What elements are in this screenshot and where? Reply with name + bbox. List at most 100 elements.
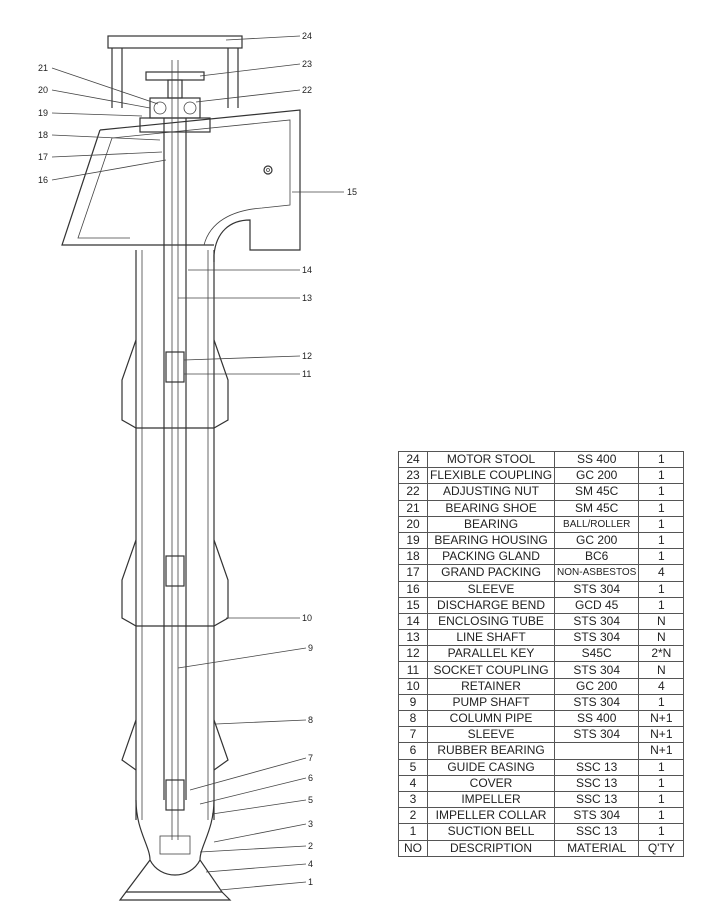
row-description: ADJUSTING NUT: [426, 483, 556, 501]
row-material: SM 45C: [554, 499, 640, 517]
row-description: PUMP SHAFT: [426, 693, 556, 712]
row-qty: 1: [638, 531, 685, 550]
row-description: LINE SHAFT: [426, 629, 556, 647]
row-qty: 1: [638, 758, 685, 776]
leader-lines: [51, 35, 344, 891]
row-qty: N: [638, 612, 685, 631]
callout-19: 19: [38, 108, 48, 118]
row-no: 12: [398, 645, 428, 663]
row-qty: 1: [638, 483, 685, 501]
callout-3: 3: [308, 819, 313, 829]
row-material: STS 304: [554, 726, 640, 744]
row-description: IMPELLER: [426, 790, 556, 809]
header-material: MATERIAL: [554, 839, 640, 857]
row-qty: 4: [638, 564, 685, 582]
callout-20: 20: [38, 85, 48, 95]
row-qty: 1: [638, 693, 685, 712]
callout-21: 21: [38, 63, 48, 73]
callout-8: 8: [308, 715, 313, 725]
row-description: MOTOR STOOL: [426, 450, 556, 469]
row-description: BEARING HOUSING: [426, 531, 556, 550]
row-qty: 1: [638, 499, 685, 517]
header-qty: Q'TY: [638, 839, 685, 857]
row-qty: 1: [638, 807, 685, 825]
row-material: STS 304: [554, 580, 640, 598]
row-description: GUIDE CASING: [426, 758, 556, 776]
row-no: 3: [398, 790, 428, 809]
row-no: 13: [398, 629, 428, 647]
row-qty: 1: [638, 774, 685, 792]
row-description: ENCLOSING TUBE: [426, 612, 556, 631]
row-no: 17: [398, 564, 428, 582]
row-description: SLEEVE: [426, 580, 556, 598]
row-qty: N: [638, 661, 685, 679]
row-qty: N+1: [638, 726, 685, 744]
callout-15: 15: [347, 187, 357, 197]
callout-11: 11: [302, 369, 311, 379]
callout-13: 13: [302, 293, 312, 303]
row-no: 4: [398, 774, 428, 792]
row-no: 21: [398, 499, 428, 517]
callout-14: 14: [302, 265, 312, 275]
callout-22: 22: [302, 85, 312, 95]
row-no: 23: [398, 467, 428, 485]
row-material: GC 200: [554, 467, 640, 485]
callout-9: 9: [308, 643, 313, 653]
callout-18: 18: [38, 130, 48, 140]
callout-10: 10: [302, 613, 312, 623]
row-description: SOCKET COUPLING: [426, 661, 556, 679]
callout-17: 17: [38, 152, 48, 162]
row-no: 9: [398, 693, 428, 712]
callout-2: 2: [308, 841, 313, 851]
pump-bowl: [118, 799, 232, 901]
row-description: RUBBER BEARING: [426, 742, 556, 760]
row-no: 19: [398, 531, 428, 550]
row-qty: 1: [638, 515, 685, 533]
row-no: 14: [398, 612, 428, 631]
row-material: S45C: [554, 645, 640, 663]
row-material: GC 200: [554, 531, 640, 550]
callout-23: 23: [302, 59, 312, 69]
row-no: 15: [398, 596, 428, 614]
row-description: DISCHARGE BEND: [426, 596, 556, 614]
row-description: FLEXIBLE COUPLING: [426, 467, 556, 485]
row-no: 5: [398, 758, 428, 776]
callout-24: 24: [302, 31, 312, 41]
row-material: BC6: [554, 548, 640, 566]
row-no: 2: [398, 807, 428, 825]
row-description: COLUMN PIPE: [426, 709, 556, 728]
row-material: SS 400: [554, 709, 640, 728]
callout-7: 7: [308, 753, 313, 763]
enclosing-tube-and-shaft: [163, 60, 187, 840]
row-description: RETAINER: [426, 677, 556, 695]
row-no: 18: [398, 548, 428, 566]
row-material: SSC 13: [554, 758, 640, 776]
callout-1: 1: [308, 877, 313, 887]
row-qty: 1: [638, 467, 685, 485]
row-no: 1: [398, 823, 428, 841]
row-material: GCD 45: [554, 596, 640, 614]
callout-12: 12: [302, 351, 312, 361]
row-description: PARALLEL KEY: [426, 645, 556, 663]
callout-6: 6: [308, 773, 313, 783]
